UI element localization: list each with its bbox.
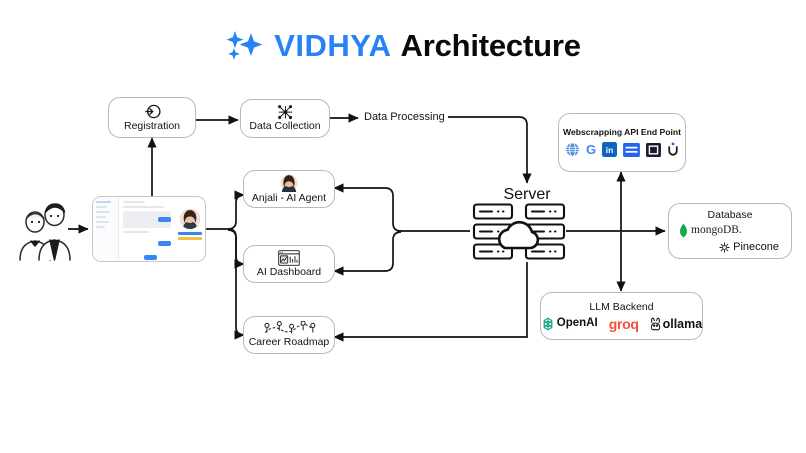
linkedin-icon: in: [602, 142, 618, 158]
node-career-roadmap[interactable]: Career Roadmap: [243, 316, 335, 354]
pinecone-label: Pinecone: [733, 241, 779, 254]
tablet-sidebar: [93, 197, 119, 261]
node-registration-label: Registration: [123, 119, 181, 132]
login-arrow-icon: [144, 103, 161, 120]
node-ai-dashboard[interactable]: AI Dashboard: [243, 245, 335, 283]
mongodb-label: mongoDB.: [691, 223, 742, 236]
pinecone-logo: Pinecone: [719, 242, 779, 253]
openai-label: OpenAI: [556, 317, 598, 330]
node-webscrapping-api[interactable]: Webscrapping API End Point G in: [558, 113, 686, 172]
ollama-label: ollama: [662, 316, 703, 331]
edge-device-to-roadmap: [227, 229, 245, 340]
llm-logo-row: OpenAI groq ollama: [541, 317, 702, 331]
sparkle-logo-icon: [226, 31, 263, 60]
globe-icon: [565, 142, 580, 158]
groq-label: groq: [608, 316, 639, 333]
svg-text:in: in: [606, 146, 613, 156]
node-database[interactable]: Database mongoDB. Pinecone: [668, 203, 792, 259]
edge-device-to-agent: [227, 190, 245, 230]
node-data-collection[interactable]: Data Collection: [240, 99, 330, 138]
edge-server-to-roadmap: [333, 262, 528, 342]
openai-logo: OpenAI: [541, 317, 598, 331]
webscrapping-logo-row: G in: [565, 142, 679, 158]
mongodb-icon: [679, 223, 688, 238]
edge-server-to-dashboard: [333, 231, 402, 276]
agent-avatar-photo-icon: [280, 174, 298, 192]
node-ai-dashboard-label: AI Dashboard: [256, 265, 322, 278]
pinecone-icon: [719, 242, 730, 253]
title-word: Architecture: [400, 27, 581, 63]
node-data-processing: Data Processing: [364, 111, 445, 123]
node-llm-backend[interactable]: LLM Backend OpenAI groq olla: [540, 292, 703, 340]
two-users-illustration-icon: [19, 203, 71, 261]
ollama-icon: [650, 317, 660, 331]
node-anjali-ai-agent[interactable]: Anjali - AI Agent: [243, 170, 335, 208]
edge-processing-to-server: [448, 116, 532, 184]
dashboard-chart-icon: [278, 250, 300, 266]
node-career-roadmap-label: Career Roadmap: [248, 336, 330, 349]
node-data-collection-label: Data Collection: [249, 119, 321, 132]
node-llm-backend-label: LLM Backend: [589, 300, 654, 313]
node-server-label: Server: [503, 186, 551, 203]
indeed-icon: [623, 142, 640, 157]
edge-server-to-agent: [333, 183, 402, 232]
google-icon: G: [585, 142, 597, 158]
page-title: VIDHYA Architecture: [0, 22, 806, 68]
unstop-icon: [667, 142, 679, 157]
tablet-avatar: [180, 209, 200, 229]
cloud-server-racks-icon: [472, 203, 566, 260]
network-nodes-icon: [277, 105, 294, 120]
node-anjali-ai-agent-label: Anjali - AI Agent: [251, 191, 327, 204]
roadmap-milestones-icon: [261, 321, 317, 336]
ollama-logo: ollama: [650, 316, 703, 331]
mongodb-logo: mongoDB.: [679, 223, 742, 238]
naukri-icon: [646, 142, 662, 157]
node-database-label: Database: [707, 208, 753, 221]
tablet-card: [178, 232, 202, 242]
tablet-screen-content: [119, 197, 205, 261]
brand-name: VIDHYA: [274, 27, 392, 63]
node-webscrapping-api-label: Webscrapping API End Point: [563, 126, 681, 137]
node-registration[interactable]: Registration: [108, 97, 196, 138]
tablet-device[interactable]: [92, 196, 206, 262]
openai-icon: [543, 317, 553, 331]
